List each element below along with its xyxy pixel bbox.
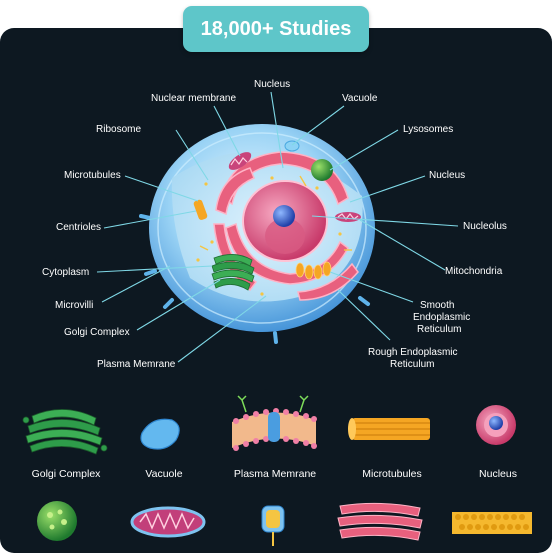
microvilli-icon (452, 512, 532, 534)
mitochondria (228, 152, 361, 222)
nucleolus (273, 205, 295, 227)
lysosome (311, 159, 333, 181)
centriole (193, 199, 208, 220)
label-golgi-complex: Golgi Complex (64, 327, 130, 338)
nucleus-icon (476, 405, 516, 445)
label-smooth-er-2: Endoplasmic (413, 312, 470, 323)
endoplasmic-reticulum-icon (337, 502, 423, 541)
microtubules (199, 175, 352, 251)
gallery-label-vacuole: Vacuole (145, 468, 182, 480)
label-smooth-er-3: Reticulum (417, 324, 461, 335)
leader-lines (96, 91, 459, 363)
studies-badge: 18,000+ Studies (183, 6, 369, 52)
microtubules-icon (348, 418, 430, 440)
lysosome-icon (37, 501, 77, 541)
label-vacuole: Vacuole (342, 93, 378, 104)
cell-diagram: Nuclear membrane Nucleus Vacuole Ribosom… (22, 79, 532, 546)
label-rough-er-1: Rough Endoplasmic (368, 347, 458, 358)
label-rough-er-2: Reticulum (390, 359, 434, 370)
label-centrioles: Centrioles (56, 222, 101, 233)
ribosomes (196, 176, 342, 296)
label-microvilli: Microvilli (55, 300, 93, 311)
label-nucleus-top: Nucleus (254, 79, 290, 90)
label-ribosome: Ribosome (96, 124, 141, 135)
smooth-endoplasmic-reticulum (295, 261, 332, 280)
gallery-label-nucleus: Nucleus (479, 468, 517, 480)
label-cytoplasm: Cytoplasm (42, 267, 89, 278)
vacuole (284, 140, 300, 152)
diagram-labels: Nuclear membrane Nucleus Vacuole Ribosom… (42, 79, 507, 370)
label-microtubules: Microtubules (64, 170, 121, 181)
golgi-complex (211, 254, 255, 291)
organelle-gallery-row-1: Golgi Complex Vacuole Plasma Memrane Mic… (22, 395, 517, 480)
gallery-label-golgi: Golgi Complex (32, 468, 102, 480)
mitochondria-icon (130, 506, 206, 538)
organelle-gallery-row-2 (37, 501, 532, 546)
cell-diagram-panel: Nuclear membrane Nucleus Vacuole Ribosom… (0, 28, 552, 553)
label-smooth-er-1: Smooth (420, 300, 454, 311)
label-lysosomes: Lysosomes (403, 124, 453, 135)
microvilli-stubs (139, 214, 370, 344)
label-mitochondria: Mitochondria (445, 266, 503, 277)
animal-cell-illustration (139, 124, 375, 344)
label-nucleus-right: Nucleus (429, 170, 465, 181)
golgi-complex-icon (22, 409, 108, 455)
gallery-label-plasma: Plasma Memrane (234, 468, 316, 480)
label-plasma-membrane: Plasma Memrane (97, 359, 176, 370)
vacuole-icon (140, 418, 180, 450)
label-nucleolus: Nucleolus (463, 221, 507, 232)
label-nuclear-membrane: Nuclear membrane (151, 93, 236, 104)
centriole-icon (261, 505, 285, 546)
plasma-membrane-icon (232, 395, 317, 451)
gallery-label-microtubules: Microtubules (362, 468, 422, 480)
